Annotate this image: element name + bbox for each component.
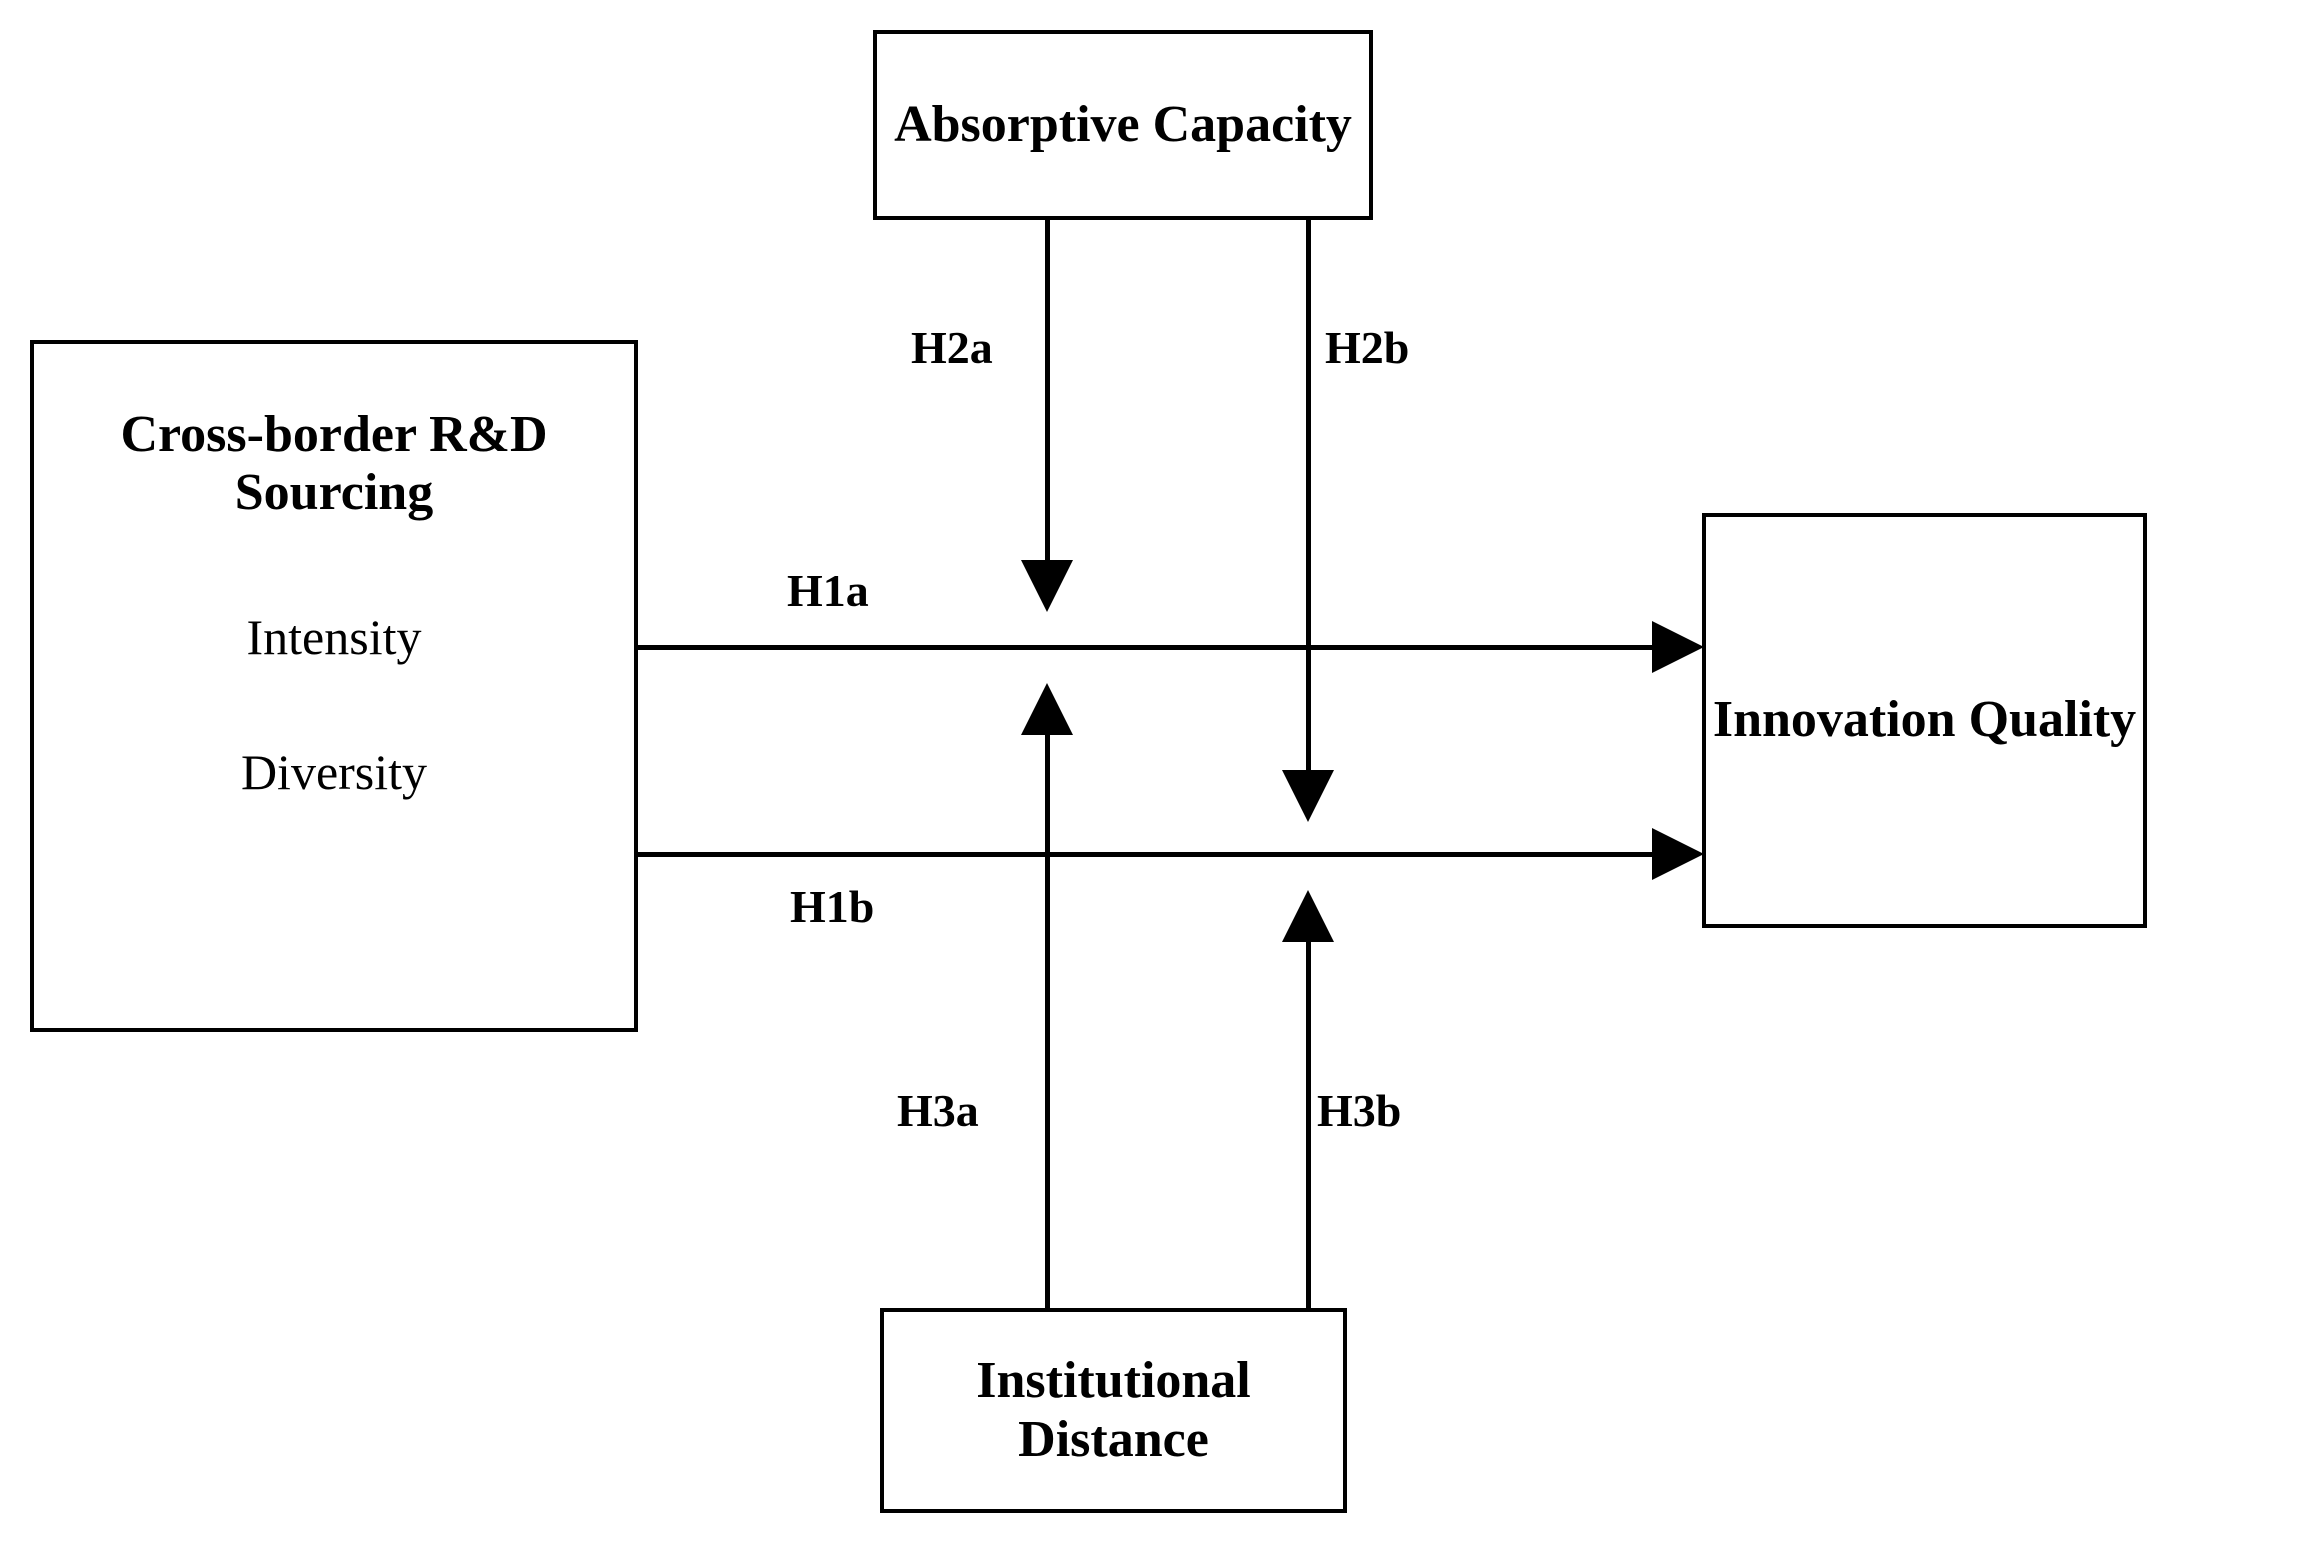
node-cross-border-rd-sourcing: Cross-border R&D Sourcing Intensity Dive…: [30, 340, 638, 1032]
node-cross-border-rd-sourcing-title: Cross-border R&D Sourcing: [120, 406, 548, 522]
edge-label-h1b: H1b: [790, 881, 875, 932]
arrow-down-icon-h2b: [1282, 770, 1334, 822]
edge-h2a-line: [1045, 220, 1050, 562]
edge-label-h1a: H1a: [787, 565, 869, 616]
node-cross-border-item-intensity: Intensity: [246, 609, 422, 666]
node-institutional-distance-title: Institutional Distance: [976, 1352, 1251, 1468]
node-absorptive-capacity-title: Absorptive Capacity: [894, 95, 1352, 153]
edge-label-h3b: H3b: [1317, 1085, 1402, 1136]
node-cross-border-item-diversity: Diversity: [240, 744, 428, 801]
edge-label-h2a: H2a: [911, 322, 993, 373]
arrow-up-icon-h3b: [1282, 890, 1334, 942]
arrow-right-icon-h1b: [1652, 828, 1704, 880]
edge-h3b-line: [1306, 942, 1311, 1308]
node-institutional-distance: Institutional Distance: [880, 1308, 1347, 1513]
edge-h1b-line: [637, 852, 1660, 857]
arrow-right-icon-h1a: [1652, 621, 1704, 673]
node-absorptive-capacity: Absorptive Capacity: [873, 30, 1373, 220]
edge-label-h3a: H3a: [897, 1085, 979, 1136]
edge-label-h2b: H2b: [1325, 322, 1410, 373]
edge-h3a-line: [1045, 735, 1050, 1308]
arrow-down-icon-h2a: [1021, 560, 1073, 612]
edge-h2b-line: [1306, 220, 1311, 772]
node-innovation-quality-title: Innovation Quality: [1712, 691, 2137, 749]
node-innovation-quality: Innovation Quality: [1702, 513, 2147, 928]
arrow-up-icon-h3a: [1021, 683, 1073, 735]
edge-h1a-line: [637, 645, 1660, 650]
